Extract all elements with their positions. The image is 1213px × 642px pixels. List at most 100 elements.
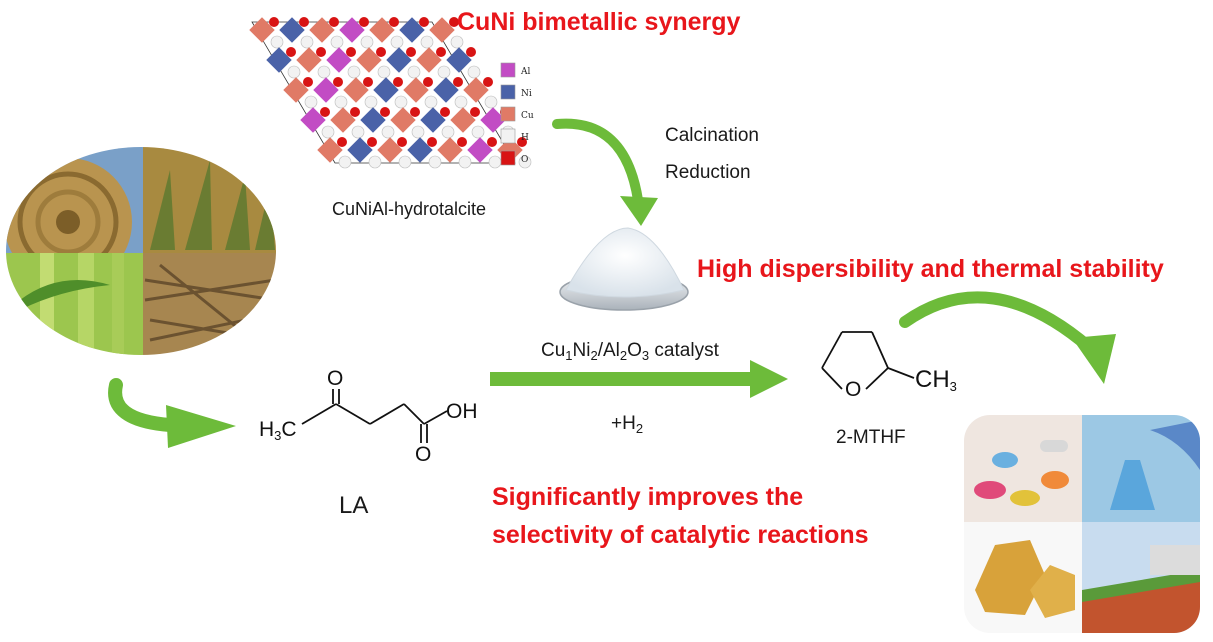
la-methyl: H3C (259, 418, 297, 443)
metal-atom-ni (433, 77, 459, 103)
hydrogen-atom (454, 95, 468, 109)
hydrotalcite-structure (249, 17, 532, 169)
legend-label-al: Al (520, 67, 530, 77)
biomass-arrow (108, 378, 177, 432)
oxygen-atom (393, 77, 403, 87)
metal-atom-cu (356, 47, 382, 73)
hydrogen-atom (377, 65, 391, 79)
synergy-headline: CuNi bimetallic synergy (457, 8, 741, 36)
mthf-label: 2-MTHF (836, 427, 906, 448)
reaction-arrow-shaft (490, 372, 752, 386)
legend-swatch-h (500, 128, 516, 144)
la-carboxyl-oxygen: O (415, 443, 432, 466)
hydrogen-atom (390, 35, 404, 49)
metal-atom-cu (403, 77, 429, 103)
process-arrows (108, 118, 1116, 448)
mthf-ring-oxygen: O (845, 378, 862, 401)
catalyst-powder-dish (559, 227, 689, 311)
oxygen-atom (449, 17, 459, 27)
hydrogen-atom (488, 155, 502, 169)
hydrogen-atom (381, 125, 395, 139)
metal-atom-ni (279, 17, 305, 43)
la-ketone-oxygen: O (327, 367, 344, 390)
oxygen-atom (389, 17, 399, 27)
selectivity-headline-line2: selectivity of catalytic reactions (492, 521, 869, 549)
hydrogen-atom (338, 155, 352, 169)
hydrogen-atom (450, 35, 464, 49)
legend-swatch-cu (500, 106, 516, 122)
oxygen-atom (333, 77, 343, 87)
metal-atom-ni (373, 77, 399, 103)
hydrogen-atom (317, 65, 331, 79)
la-label: LA (339, 492, 369, 519)
metal-atom-cu (463, 77, 489, 103)
metal-atom-al (339, 17, 365, 43)
precursor-label: CuNiAl-hydrotalcite (332, 199, 487, 219)
reaction-arrowhead (750, 360, 788, 398)
hydrogen-atom (467, 65, 481, 79)
hydrogen-atom (394, 95, 408, 109)
hydrogen-atom (441, 125, 455, 139)
oxygen-atom (410, 107, 420, 117)
oxygen-atom (299, 17, 309, 27)
oxygen-atom (350, 107, 360, 117)
metal-atom-cu (390, 107, 416, 133)
metal-atom-ni (407, 137, 433, 163)
oxygen-atom (346, 47, 356, 57)
metal-atom-ni (386, 47, 412, 73)
oxygen-atom (419, 17, 429, 27)
la-structure-bonds (301, 389, 448, 443)
metal-atom-ni (360, 107, 386, 133)
la-hydroxyl: OH (446, 400, 478, 423)
calcination-arrow (552, 118, 643, 205)
mthf-methyl: CH3 (915, 366, 957, 394)
oxygen-atom (329, 17, 339, 27)
application-arrowhead (1072, 334, 1116, 384)
metal-atom-ni (266, 47, 292, 73)
oxygen-atom (376, 47, 386, 57)
hydrogen-atom (411, 125, 425, 139)
hydrogen-atom (351, 125, 365, 139)
hydrogen-atom (424, 95, 438, 109)
dispersibility-headline: High dispersibility and thermal stabilit… (697, 255, 1164, 283)
hydrogen-atom (518, 155, 532, 169)
metal-atom-cu (437, 137, 463, 163)
metal-atom-cu (369, 17, 395, 43)
metal-atom-ni (399, 17, 425, 43)
oxygen-atom (517, 137, 527, 147)
metal-atom-ni (446, 47, 472, 73)
calcination-label: Calcination (665, 125, 759, 146)
metal-atom-al (480, 107, 506, 133)
oxygen-atom (286, 47, 296, 57)
legend-label-ni: Ni (521, 89, 532, 99)
hydrogen-atom (428, 155, 442, 169)
metal-atom-ni (347, 137, 373, 163)
oxygen-atom (466, 47, 476, 57)
oxygen-atom (380, 107, 390, 117)
oxygen-atom (397, 137, 407, 147)
metal-atom-cu (296, 47, 322, 73)
selectivity-headline-line1: Significantly improves the (492, 483, 804, 511)
oxygen-atom (436, 47, 446, 57)
biomass-photo (6, 147, 276, 355)
applications-photo (964, 415, 1200, 633)
hydrogen-atom (484, 95, 498, 109)
hydrogen-label: +H2 (611, 413, 644, 436)
oxygen-atom (406, 47, 416, 57)
hydrogen-atom (437, 65, 451, 79)
hydrogen-atom (368, 155, 382, 169)
mthf-structure-bonds (821, 331, 915, 390)
oxygen-atom (320, 107, 330, 117)
hydrogen-atom (304, 95, 318, 109)
metal-atom-al (326, 47, 352, 73)
metal-atom-cu (317, 137, 343, 163)
oxygen-atom (487, 137, 497, 147)
hydrogen-atom (330, 35, 344, 49)
metal-atom-cu (450, 107, 476, 133)
metal-atom-al (313, 77, 339, 103)
hydrogen-atom (321, 125, 335, 139)
oxygen-atom (303, 77, 313, 87)
